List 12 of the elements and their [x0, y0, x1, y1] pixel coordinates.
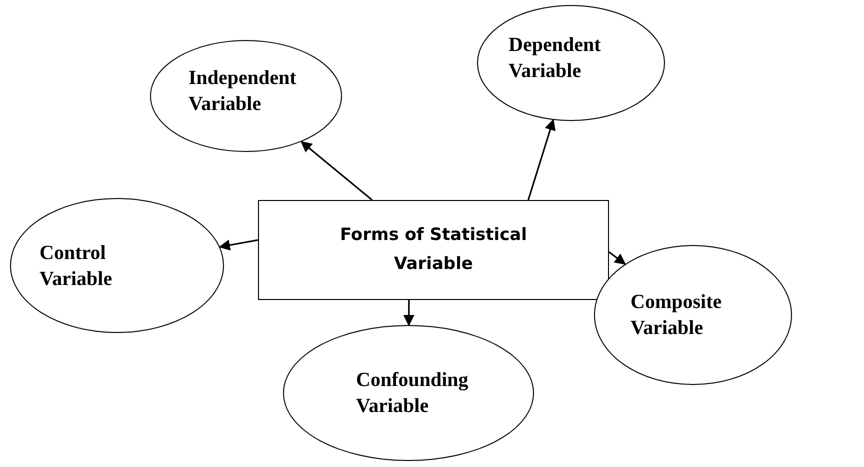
arrow: [218, 239, 258, 251]
arrow: [528, 118, 556, 200]
arrow: [300, 141, 373, 201]
ellipse-label: Dependent Variable: [508, 33, 602, 84]
ellipse-label: Control Variable: [40, 240, 114, 292]
process-box: [258, 200, 609, 300]
arrow: [608, 251, 626, 265]
ellipse-label: Independent Variable: [188, 66, 298, 117]
ellipse-label: Confounding Variable: [355, 368, 470, 419]
arrow: [403, 300, 414, 326]
box-title: Forms of Statistical Variable: [339, 224, 528, 276]
ellipse-label: Composite Variable: [630, 290, 723, 341]
